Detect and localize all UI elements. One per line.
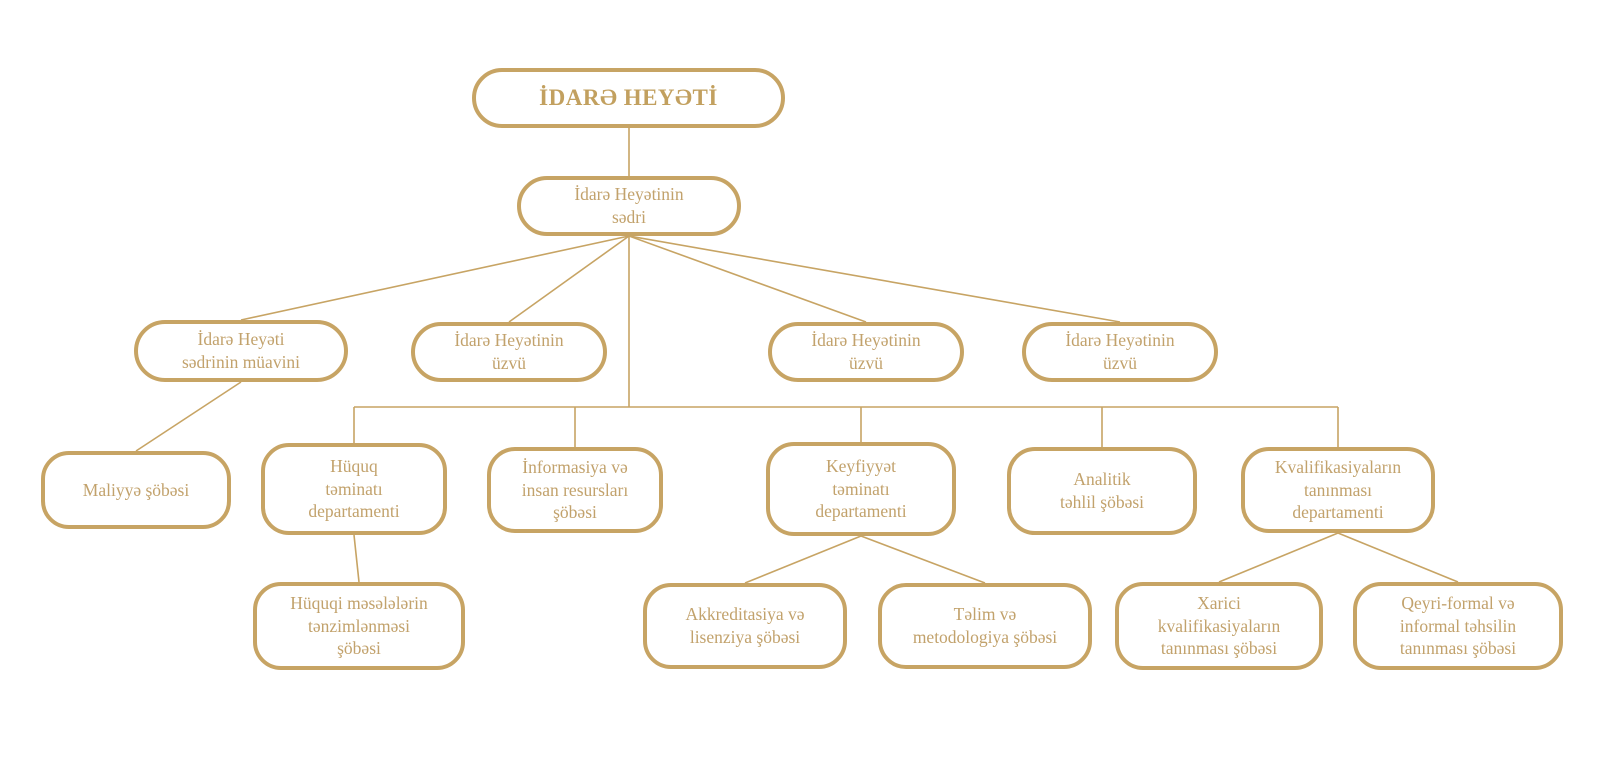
node-quality-assurance-dept-label: Keyfiyyət təminatı departamenti: [815, 455, 907, 522]
node-legal-support-dept-label: Hüquq təminatı departamenti: [308, 455, 400, 522]
connector: [353, 534, 360, 583]
node-nonformal-informal-dept-label: Qeyri-formal və informal təhsilin tanınm…: [1399, 592, 1517, 659]
node-member-1: İdarə Heyətinin üzvü: [411, 322, 607, 382]
node-chairman: İdarə Heyətinin sədri: [517, 176, 741, 236]
node-legal-regulation-dept: Hüquqi məsələlərin tənzimlənməsi şöbəsi: [253, 582, 465, 670]
node-legal-support-dept: Hüquq təminatı departamenti: [261, 443, 447, 535]
node-qualifications-recognition-dept: Kvalifikasiyaların tanınması departament…: [1241, 447, 1435, 533]
node-foreign-qualifications-dept-label: Xarici kvalifikasiyaların tanınması şöbə…: [1157, 592, 1281, 659]
node-analytics-dept-label: Analitik təhlil şöbəsi: [1059, 469, 1145, 512]
node-member-3-label: İdarə Heyətinin üzvü: [1065, 330, 1175, 373]
node-accreditation-licensing-dept: Akkreditasiya və lisenziya şöbəsi: [643, 583, 847, 669]
connector: [628, 235, 867, 323]
node-it-hr-dept-label: İnformasiya və insan resursları şöbəsi: [521, 456, 629, 523]
node-chairman-label: İdarə Heyətinin sədri: [574, 184, 684, 227]
connector: [508, 235, 630, 323]
node-board: İDARƏ HEYƏTİ: [472, 68, 785, 128]
connector: [860, 535, 986, 584]
node-member-2: İdarə Heyətinin üzvü: [768, 322, 964, 382]
connector: [135, 381, 242, 452]
node-member-3: İdarə Heyətinin üzvü: [1022, 322, 1218, 382]
connector: [240, 235, 630, 321]
connector: [1218, 532, 1339, 583]
node-member-1-label: İdarə Heyətinin üzvü: [454, 330, 564, 373]
node-quality-assurance-dept: Keyfiyyət təminatı departamenti: [766, 442, 956, 536]
node-finance-dept: Maliyyə şöbəsi: [41, 451, 231, 529]
node-foreign-qualifications-dept: Xarici kvalifikasiyaların tanınması şöbə…: [1115, 582, 1323, 670]
node-finance-dept-label: Maliyyə şöbəsi: [82, 479, 190, 500]
node-deputy-chairman-label: İdarə Heyəti sədrinin müavini: [181, 329, 301, 372]
connector: [1337, 532, 1459, 583]
node-deputy-chairman: İdarə Heyəti sədrinin müavini: [134, 320, 348, 382]
node-board-label: İDARƏ HEYƏTİ: [539, 85, 718, 111]
node-analytics-dept: Analitik təhlil şöbəsi: [1007, 447, 1197, 535]
node-it-hr-dept: İnformasiya və insan resursları şöbəsi: [487, 447, 663, 533]
connector: [744, 535, 862, 584]
node-legal-regulation-dept-label: Hüquqi məsələlərin tənzimlənməsi şöbəsi: [290, 592, 428, 659]
node-qualifications-recognition-dept-label: Kvalifikasiyaların tanınması departament…: [1274, 456, 1402, 523]
node-accreditation-licensing-dept-label: Akkreditasiya və lisenziya şöbəsi: [685, 604, 805, 647]
node-training-methodology-dept: Təlim və metodologiya şöbəsi: [878, 583, 1092, 669]
connector: [628, 235, 1121, 323]
node-training-methodology-dept-label: Təlim və metodologiya şöbəsi: [912, 604, 1058, 647]
node-nonformal-informal-dept: Qeyri-formal və informal təhsilin tanınm…: [1353, 582, 1563, 670]
node-member-2-label: İdarə Heyətinin üzvü: [811, 330, 921, 373]
